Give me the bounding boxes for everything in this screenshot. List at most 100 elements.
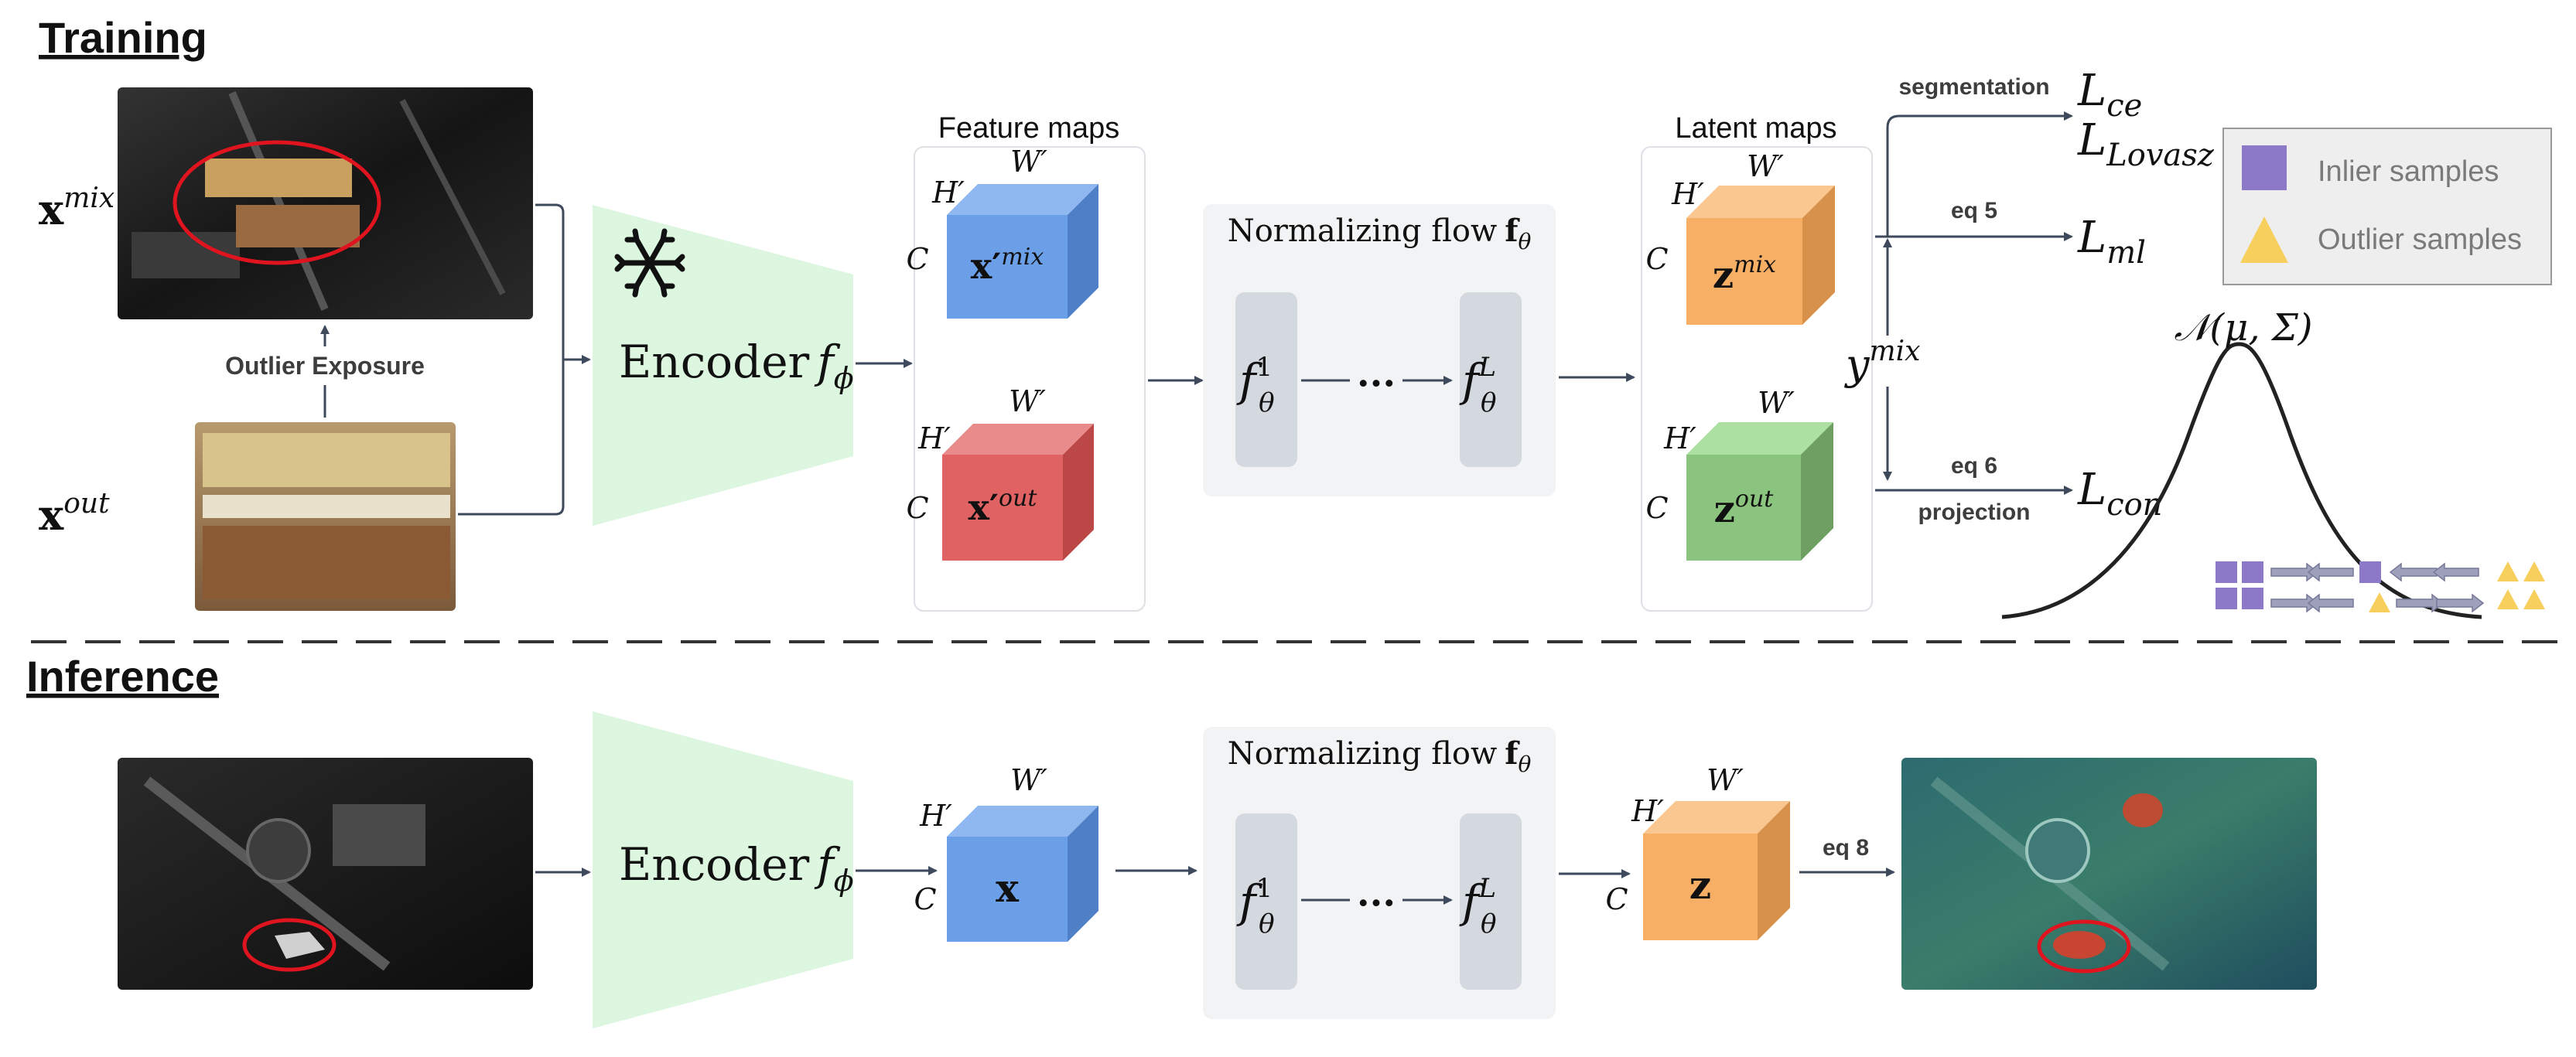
latent-mix-dim-c: C [1645,242,1668,276]
inlier-sample [2359,561,2381,583]
legend: Inlier samples Outlier samples [2222,128,2552,285]
legend-inlier-label: Inlier samples [2318,155,2499,188]
push-arrow [2307,593,2354,613]
inference-feature-dim-w: W′ [1010,763,1047,797]
feature-out-label: x′out [968,485,1037,528]
latent-out-dim-h: H′ [1663,421,1696,455]
outlier-exposure-label: Outlier Exposure [225,352,425,380]
push-arrow [2270,593,2319,613]
latent-mix-label: zmix [1713,251,1776,297]
flow-inference-block-last [1460,813,1522,990]
segmentation-arrow [1875,111,2073,238]
inference-latent-cube: z [1643,801,1790,940]
feature-out-dim-c: C [906,491,928,525]
inference-feature-dim-h: H′ [919,799,952,833]
pasted-outlier-patch [205,159,360,247]
push-arrow [2436,593,2485,613]
anomaly-object [275,932,325,959]
latent-cube-mix: zmix [1686,186,1835,325]
feature-out-dim-w: W′ [1009,384,1046,418]
inlier-sample [2216,588,2237,609]
x-mix-label: xmix [39,182,114,234]
latent-out-dim-c: C [1645,491,1668,525]
outlier-sample [2497,561,2519,581]
inference-latent-dim-h: H′ [1631,794,1664,828]
inference-image [118,758,533,990]
feature-mix-dim-c: C [906,242,928,276]
inference-heading: Inference [26,652,219,701]
inference-latent-dim-c: C [1605,882,1628,916]
eq6-label: eq 6 [1951,453,1997,479]
flow-block-first [1235,292,1297,467]
outlier-image [195,422,456,611]
legend-inlier-swatch [2242,145,2287,190]
inlier-sample [2242,588,2263,609]
feature-maps-title: Feature maps [938,112,1119,145]
gaussian-label: 𝒩(μ, Σ) [2174,306,2312,349]
pull-arrow [2307,562,2354,582]
latent-out-dim-w: W′ [1758,386,1795,420]
eq8-label: eq 8 [1823,835,1869,861]
latent-mix-dim-h: H′ [1671,177,1704,211]
heatmap-highlight-ellipse [2037,919,2131,973]
training-heading: Training [39,13,207,62]
inlier-sample [2242,561,2263,583]
latent-mix-dim-w: W′ [1747,149,1784,183]
inference-z-label: z [1689,862,1711,908]
outlier-sample [2497,589,2519,609]
inference-latent-dim-w: W′ [1707,763,1744,797]
flow-inference-block-first [1235,813,1297,990]
y-mix-label: ymix [1844,336,1920,389]
flow-dots: ··· [1357,362,1396,405]
outlier-sample [2523,561,2545,581]
latent-cube-out: zout [1686,422,1833,561]
flow-block-last [1460,292,1522,467]
loss-con: Lcon [2077,465,2162,523]
feature-mix-dim-w: W′ [1010,145,1047,179]
loss-ce: Lce [2077,66,2142,124]
loss-ml: Lml [2077,213,2146,271]
feature-out-dim-h: H′ [917,421,951,455]
snowflake-icon [614,228,685,298]
pull-arrow [2270,562,2319,582]
latent-maps-title: Latent maps [1675,112,1836,145]
x-out-label: xout [39,488,110,540]
anomaly-heatmap [1901,758,2317,990]
gaussian-curve [2001,342,2482,619]
pull-arrow [2389,562,2438,582]
outlier-highlight-ellipse [173,140,381,265]
anomaly-highlight-ellipse [242,918,337,972]
inference-x-label: x [996,865,1020,911]
mixed-image [118,87,533,319]
outlier-sample [2523,589,2545,609]
outlier-sample [2369,592,2390,612]
feature-cube-out: x′out [942,424,1094,561]
pull-arrow [2432,562,2479,582]
inlier-sample [2216,561,2237,583]
feature-mix-label: x′mix [971,244,1044,287]
eq5-label: eq 5 [1951,198,1997,223]
segmentation-label: segmentation [1898,74,2049,100]
legend-outlier-swatch [2240,217,2288,263]
flow-inference-dots: ··· [1357,881,1396,925]
latent-out-label: zout [1714,486,1775,531]
legend-outlier-label: Outlier samples [2318,223,2522,256]
feature-mix-dim-h: H′ [931,176,965,210]
inference-feature-cube: x [947,806,1098,942]
inference-feature-dim-c: C [914,882,936,916]
projection-label: projection [1918,500,2030,525]
loss-lovasz: LLovasz [2077,115,2215,173]
